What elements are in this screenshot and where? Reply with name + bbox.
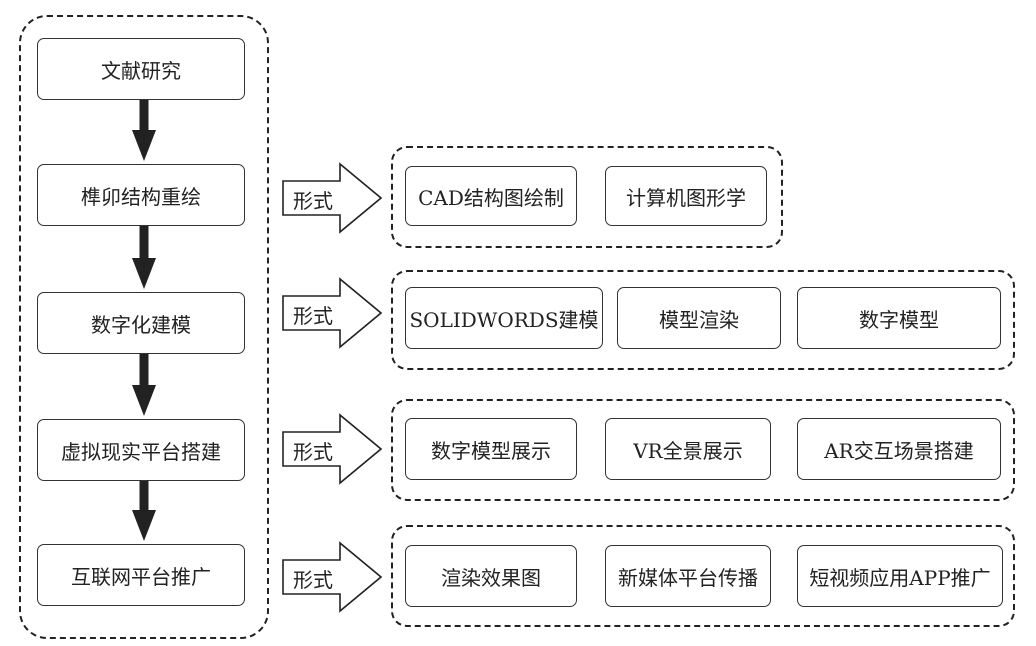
form-arrow-2 (282, 277, 383, 349)
item-model-rendering: 模型渲染 (617, 287, 781, 349)
down-arrow-1 (132, 100, 156, 161)
step-literature-research: 文献研究 (37, 38, 245, 100)
item-digital-model-display: 数字模型展示 (405, 418, 577, 480)
process-group (19, 15, 269, 639)
row-group-4 (391, 525, 1015, 627)
form-label-4: 形式 (293, 568, 333, 592)
item-computer-graphics: 计算机图形学 (605, 166, 767, 226)
form-arrow-3 (282, 413, 383, 485)
item-rendering-image: 渲染效果图 (405, 545, 577, 607)
down-arrow-4 (132, 481, 156, 541)
item-ar-scene: AR交互场景搭建 (797, 418, 1001, 480)
form-label-1: 形式 (293, 189, 333, 213)
form-arrow-1 (282, 162, 383, 234)
step-digital-modeling: 数字化建模 (37, 292, 245, 354)
step-internet-promotion: 互联网平台推广 (37, 544, 245, 606)
step-mortise-tenon-redraw: 榫卯结构重绘 (37, 164, 245, 226)
form-label-3: 形式 (293, 440, 333, 464)
row-group-3 (391, 399, 1015, 501)
item-solidworks-modeling: SOLIDWORDS建模 (405, 287, 603, 349)
item-digital-model: 数字模型 (797, 287, 1001, 349)
item-new-media: 新媒体平台传播 (605, 545, 771, 607)
item-vr-panorama: VR全景展示 (605, 418, 771, 480)
step-vr-platform: 虚拟现实平台搭建 (37, 419, 245, 481)
form-arrow-4 (282, 541, 383, 613)
row-group-2 (391, 270, 1015, 370)
down-arrow-3 (132, 354, 156, 416)
item-cad-drawing: CAD结构图绘制 (405, 166, 577, 226)
row-group-1 (391, 146, 783, 248)
item-short-video-app: 短视频应用APP推广 (797, 545, 1003, 607)
form-label-2: 形式 (293, 304, 333, 328)
down-arrow-2 (132, 226, 156, 289)
